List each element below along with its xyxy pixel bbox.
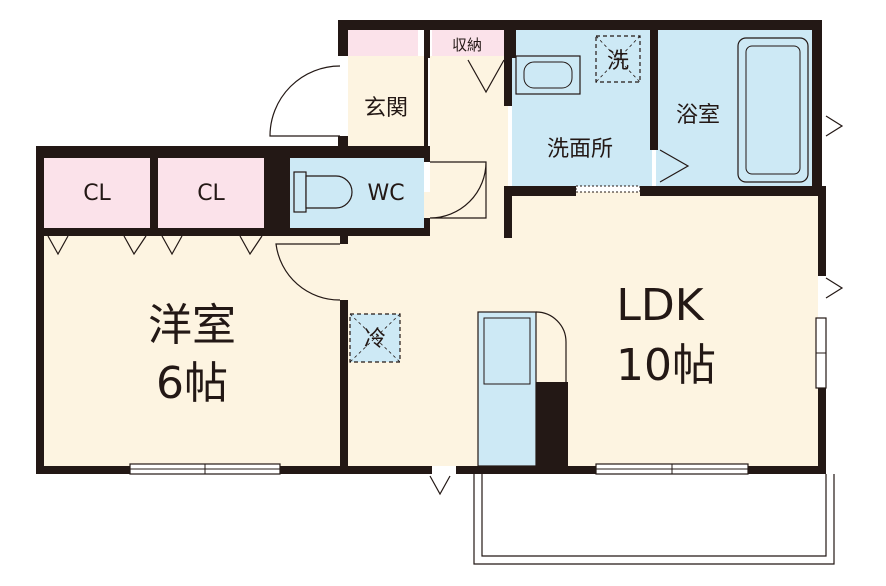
doors [47,59,844,496]
fixtures [293,35,809,467]
washroom-door [659,149,690,183]
closet-2-floor [158,158,264,230]
closet-2-name: CL [197,181,225,206]
refrigerator-label: 冷 [364,327,386,352]
toilet-name: WC [367,181,404,206]
bathroom-name: 浴室 [676,103,720,128]
washroom-name: 洗面所 [547,137,613,162]
toilet-bowl-icon [293,171,353,213]
entrance-name: 玄関 [364,96,408,121]
kitchen-counter [477,311,537,467]
window-washroom-sill [575,185,641,193]
storage-door [467,59,505,94]
labels: 洋室 6帖 LDK 10帖 玄関 収納 洗面所 浴室 WC CL CL 洗 冷 [83,36,720,409]
shoe-storage-floor [348,30,418,56]
ldk-size: 10帖 [616,340,716,391]
ldk-name: LDK [616,280,704,331]
walls [36,20,826,474]
bathtub [737,37,809,183]
western-room-size: 6帖 [156,358,228,409]
ldk-floor [340,192,818,466]
hall-floor [430,56,508,236]
storage-floor [432,30,504,56]
closet-1-name: CL [83,181,111,206]
refrigerator-area [349,313,401,363]
toilet-door [429,161,487,219]
western-room-name: 洋室 [148,300,236,351]
front-door [269,65,341,137]
balcony [473,474,835,565]
windows [129,185,827,475]
washing-machine-label: 洗 [607,49,629,74]
storage-name: 収納 [452,36,482,54]
closet-1-floor [44,158,150,230]
western-room-door [275,243,341,301]
entrance-floor [348,56,424,150]
western-room-floor [44,230,340,466]
